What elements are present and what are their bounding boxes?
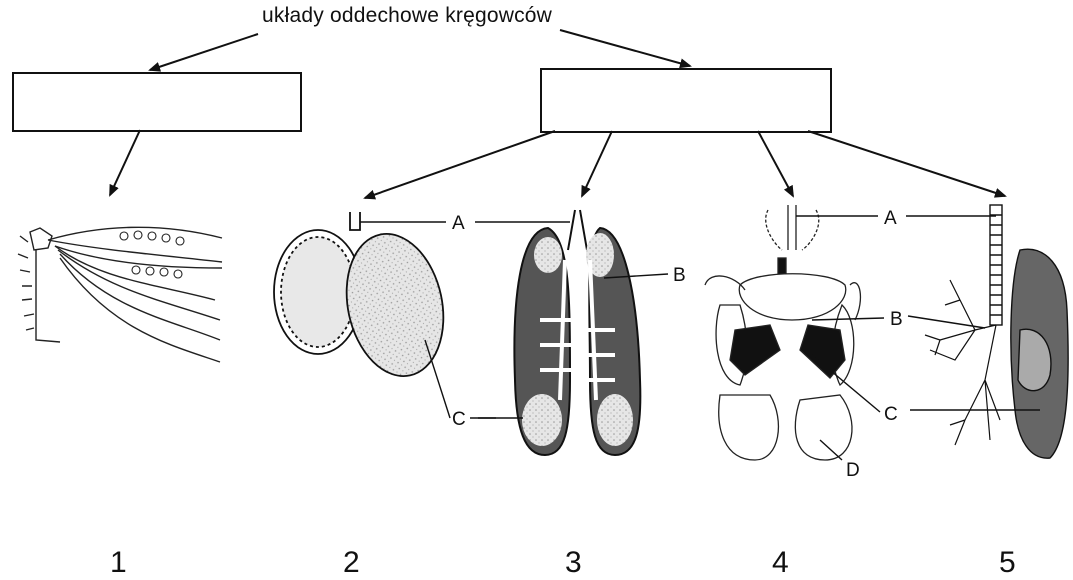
panel-number-5: 5 xyxy=(999,546,1016,580)
label-4-A: A xyxy=(884,208,897,229)
panel-number-3: 3 xyxy=(565,546,582,580)
amphibian-lungs-drawing xyxy=(274,212,456,385)
label-2-C: C xyxy=(452,409,466,430)
reptile-lungs-drawing xyxy=(514,210,640,455)
label-2-A: A xyxy=(452,213,465,234)
gill-drawing xyxy=(18,227,222,362)
mammal-lungs-drawing xyxy=(925,205,1068,458)
title-arrows xyxy=(150,30,690,70)
panel-number-1: 1 xyxy=(110,546,127,580)
label-4-D: D xyxy=(846,460,860,481)
label-4-B: B xyxy=(890,309,903,330)
panel-number-2: 2 xyxy=(343,546,360,580)
bird-respiratory-drawing xyxy=(705,205,860,460)
panel-number-4: 4 xyxy=(772,546,789,580)
label-3-B: B xyxy=(673,265,686,286)
box-arrows xyxy=(110,130,1005,198)
label-4-C: C xyxy=(884,404,898,425)
